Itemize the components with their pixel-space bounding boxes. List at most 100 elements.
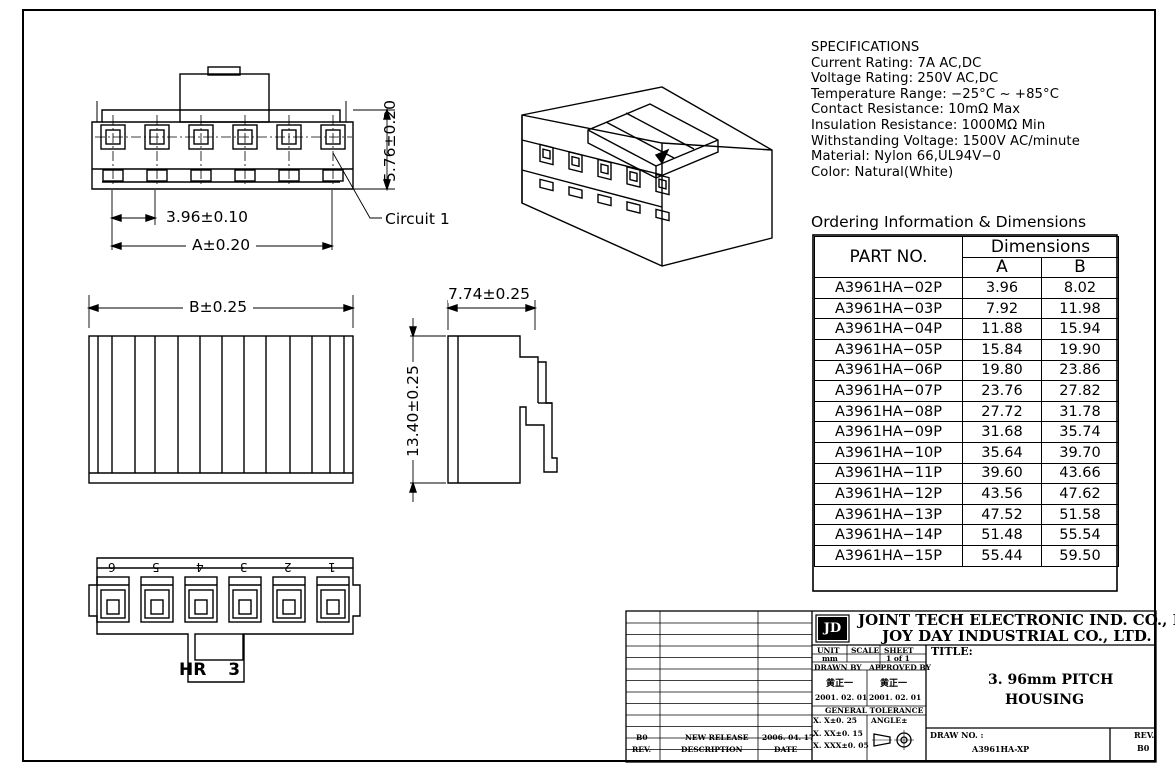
unit-value: mm bbox=[822, 654, 838, 663]
bottom-inner bbox=[100, 589, 126, 619]
bottom-window bbox=[194, 599, 208, 615]
dim-b-cell: 35.74 bbox=[1041, 421, 1119, 443]
bottom-window bbox=[326, 599, 340, 615]
draw-no-label: DRAW NO. : bbox=[930, 730, 984, 740]
rev-row-date: 2006. 04. 17 bbox=[762, 733, 815, 742]
tolerance-3: X. XXX±0. 05 bbox=[813, 741, 869, 750]
dim-a-cell: 39.60 bbox=[962, 462, 1042, 485]
dim-a-cell: 35.64 bbox=[962, 441, 1042, 464]
part-number-cell: A3961HA−08P bbox=[814, 400, 963, 423]
pin-number-label: 2 bbox=[284, 560, 292, 574]
dim-a-cell: 11.88 bbox=[962, 318, 1042, 340]
part-number-cell: A3961HA−15P bbox=[814, 544, 963, 567]
rev-label: REV. bbox=[1134, 730, 1155, 740]
dim-b-cell: 51.58 bbox=[1041, 503, 1119, 526]
bottom-inner bbox=[188, 589, 214, 619]
sheet-label: SHEET bbox=[884, 646, 914, 655]
approved-date: 2001. 02. 01 bbox=[869, 693, 922, 702]
part-number-cell: A3961HA−02P bbox=[814, 277, 963, 299]
dim-b-cell: 8.02 bbox=[1041, 277, 1119, 299]
dim-b-cell: 55.54 bbox=[1041, 524, 1119, 546]
top-view bbox=[91, 66, 395, 250]
dim-b-cell: 19.90 bbox=[1041, 338, 1119, 361]
drawn-date: 2001. 02. 01 bbox=[815, 693, 868, 702]
title-label: TITLE: bbox=[931, 645, 973, 658]
company-name-1: JOINT TECH ELECTRONIC IND. CO., LTD. bbox=[858, 611, 1175, 629]
spec-line: Current Rating: 7A AC,DC bbox=[811, 55, 982, 71]
header-b: B bbox=[1041, 256, 1119, 279]
spec-line: Contact Resistance: 10mΩ Max bbox=[811, 102, 1021, 118]
pin-number-label: 1 bbox=[328, 560, 336, 574]
a-dimension: A±0.20 bbox=[186, 236, 257, 254]
bottom-window bbox=[238, 599, 252, 615]
dim-b-cell: 47.62 bbox=[1041, 483, 1119, 505]
side-height-dimension: 13.40±0.25 bbox=[404, 362, 422, 460]
iso-window bbox=[600, 163, 609, 175]
pitch-dimension: 3.96±0.10 bbox=[163, 208, 252, 226]
part-number-cell: A3961HA−10P bbox=[814, 441, 963, 464]
header-a: A bbox=[962, 256, 1042, 279]
pin-number-label: 6 bbox=[108, 560, 116, 574]
unit-label: UNIT bbox=[817, 646, 840, 655]
projection-symbol bbox=[872, 728, 922, 752]
bottom-view bbox=[88, 557, 361, 683]
header-date: DATE bbox=[774, 745, 798, 754]
spec-line: Insulation Resistance: 1000MΩ Min bbox=[811, 117, 1046, 133]
bottom-cavity bbox=[228, 576, 262, 623]
depth-dimension: 7.74±0.25 bbox=[448, 285, 531, 303]
dim-b-cell: 59.50 bbox=[1041, 544, 1119, 567]
dim-b-cell: 39.70 bbox=[1041, 441, 1119, 464]
header-rev: REV. bbox=[632, 745, 652, 754]
approved-by-name: 黄正一 bbox=[880, 679, 908, 689]
dim-a-cell: 3.96 bbox=[962, 277, 1042, 299]
dim-a-cell: 19.80 bbox=[962, 359, 1042, 382]
spec-line: Color: Natural(White) bbox=[811, 164, 954, 180]
ordering-title: Ordering Information & Dimensions bbox=[811, 213, 1087, 231]
bottom-inner bbox=[144, 589, 170, 619]
draw-no-value: A3961HA-XP bbox=[972, 744, 1030, 754]
scale-label: SCALE bbox=[851, 646, 880, 655]
iso-cavity bbox=[655, 173, 670, 196]
title-line-2: HOUSING bbox=[1005, 692, 1085, 708]
iso-slot bbox=[597, 193, 612, 207]
pin-number-label: 3 bbox=[240, 560, 248, 574]
b-dimension: B±0.25 bbox=[183, 298, 254, 316]
title-block-grid bbox=[625, 610, 1157, 763]
iso-window bbox=[658, 178, 667, 190]
company-logo: JD bbox=[818, 617, 847, 640]
part-number-cell: A3961HA−09P bbox=[814, 421, 963, 443]
tolerance-2: X. XX±0. 15 bbox=[813, 729, 863, 738]
angle-label: ANGLE± bbox=[871, 716, 908, 725]
dim-a-cell: 23.76 bbox=[962, 380, 1042, 402]
dim-a-cell: 27.72 bbox=[962, 400, 1042, 423]
company-name-2: JOY DAY INDUSTRIAL CO., LTD. bbox=[882, 627, 1152, 645]
part-number-cell: A3961HA−05P bbox=[814, 338, 963, 361]
dim-b-cell: 23.86 bbox=[1041, 359, 1119, 382]
rev-row-rev: B0 bbox=[636, 733, 648, 742]
bottom-inner bbox=[320, 589, 346, 619]
dim-a-cell: 43.56 bbox=[962, 483, 1042, 505]
dim-a-cell: 7.92 bbox=[962, 297, 1042, 320]
spec-line: Temperature Range: −25°C ~ +85°C bbox=[811, 86, 1060, 102]
drawing-border bbox=[22, 9, 1156, 762]
rev-value: B0 bbox=[1137, 743, 1150, 753]
general-tolerance-label: GENERAL TOLERANCE bbox=[825, 706, 924, 715]
dim-a-cell: 55.44 bbox=[962, 544, 1042, 567]
rev-row-description: NEW RELEASE bbox=[685, 733, 749, 742]
circuit-1-label: Circuit 1 bbox=[385, 210, 450, 228]
tolerance-1: X. X±0. 25 bbox=[813, 716, 858, 725]
iso-cavity bbox=[568, 151, 583, 173]
part-number-cell: A3961HA−12P bbox=[814, 483, 963, 505]
bottom-window bbox=[282, 599, 296, 615]
bottom-inner bbox=[232, 589, 258, 619]
